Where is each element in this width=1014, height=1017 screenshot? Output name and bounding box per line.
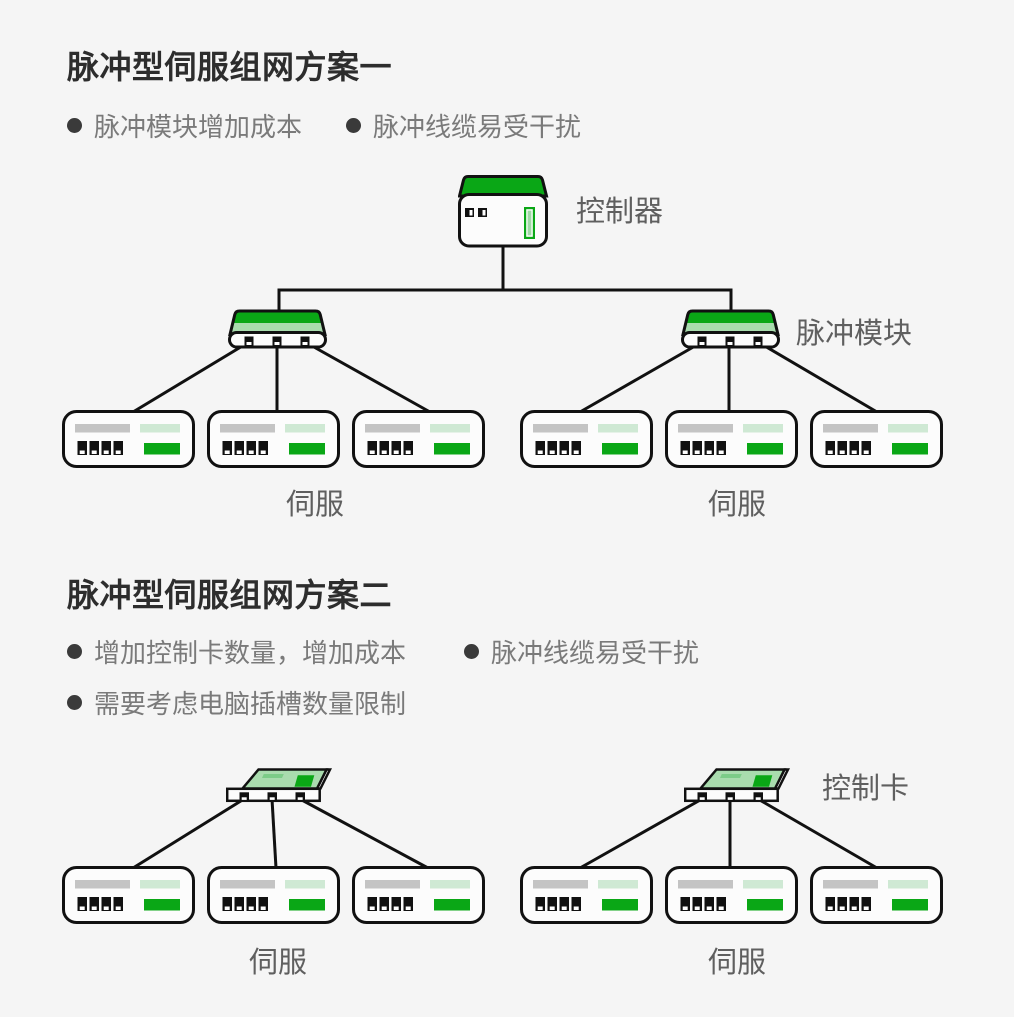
scheme2-bullets-row1: 增加控制卡数量，增加成本 脉冲线缆易受干扰	[67, 633, 699, 670]
bullet-dot-icon	[67, 644, 82, 659]
servo-device	[354, 412, 484, 467]
servo-group-label-left: 伺服	[285, 489, 345, 521]
control-card-device-left	[227, 770, 330, 801]
scheme1-title: 脉冲型伺服组网方案一	[67, 49, 393, 85]
bullet-dot-icon	[67, 118, 82, 133]
servo-device	[522, 868, 652, 923]
scheme2-title: 脉冲型伺服组网方案二	[67, 577, 393, 613]
servo-group-label-left: 伺服	[248, 947, 308, 979]
control-card-device-right	[685, 770, 788, 801]
servo-device	[812, 868, 942, 923]
bullet-item: 脉冲线缆易受干扰	[464, 633, 699, 670]
bullet-item: 脉冲线缆易受干扰	[346, 107, 581, 144]
bullet-dot-icon	[67, 695, 82, 710]
servo-device	[209, 412, 339, 467]
pulse-module-label: 脉冲模块	[796, 318, 913, 350]
servo-device	[64, 412, 194, 467]
scheme1-bullets: 脉冲模块增加成本 脉冲线缆易受干扰	[67, 107, 581, 144]
bullet-text: 增加控制卡数量，增加成本	[94, 638, 407, 668]
bullet-item: 脉冲模块增加成本	[67, 107, 302, 144]
servo-device	[354, 868, 484, 923]
servo-device	[64, 868, 194, 923]
bullet-item: 增加控制卡数量，增加成本	[67, 633, 406, 670]
bullet-item: 需要考虑电脑插槽数量限制	[67, 684, 406, 721]
servo-device	[209, 868, 339, 923]
servo-group-label-right: 伺服	[707, 489, 767, 521]
bullet-text: 脉冲线缆易受干扰	[373, 112, 582, 142]
scheme2-connector-lines	[132, 797, 878, 870]
scheme2-bullets-row2: 需要考虑电脑插槽数量限制	[67, 684, 406, 721]
bullet-text: 需要考虑电脑插槽数量限制	[94, 689, 407, 719]
control-card-label: 控制卡	[822, 773, 910, 805]
servo-device	[667, 868, 797, 923]
controller-label: 控制器	[576, 196, 664, 228]
servo-device	[522, 412, 652, 467]
controller-device	[460, 177, 547, 247]
servo-device	[812, 412, 942, 467]
bullet-dot-icon	[346, 118, 362, 133]
bullet-text: 脉冲线缆易受干扰	[491, 638, 700, 668]
servo-group-label-right: 伺服	[707, 947, 767, 979]
bullet-text: 脉冲模块增加成本	[94, 112, 303, 142]
pulse-module-device-right	[683, 311, 779, 347]
bullet-dot-icon	[464, 644, 480, 659]
scheme1-connector-lines	[132, 246, 878, 414]
servo-device	[667, 412, 797, 467]
pulse-module-device-left	[230, 311, 326, 347]
